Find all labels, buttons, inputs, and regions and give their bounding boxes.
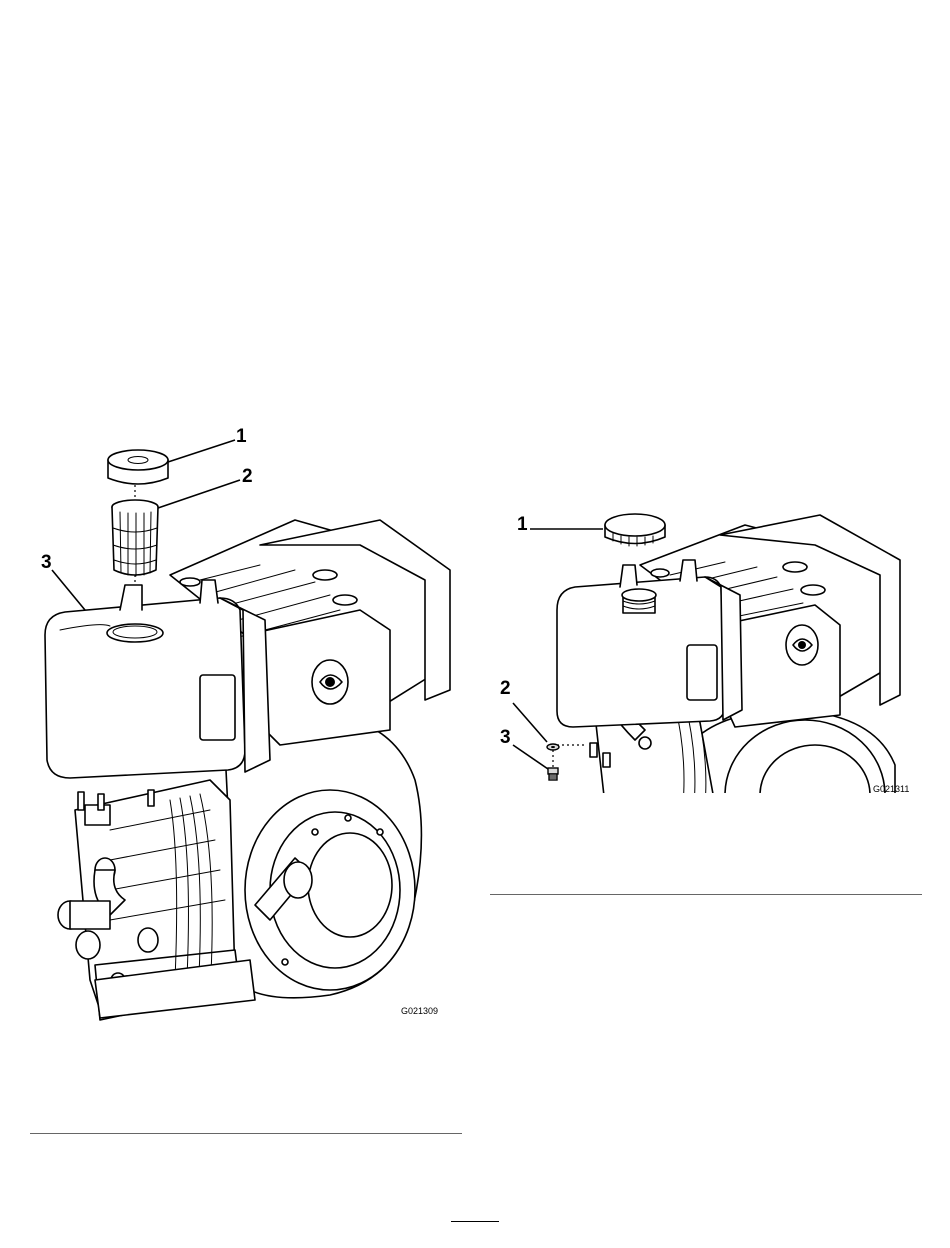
engine-strainer-illustration [30, 420, 460, 1030]
callout-1-label: 1 [236, 427, 247, 446]
callout-3-leader [52, 570, 85, 610]
callout-1-leader [168, 440, 235, 462]
section-divider-left [30, 1133, 462, 1134]
figure-fuel-strainer: 1 2 3 G021309 [30, 420, 460, 1030]
drain-washer-illustration [547, 744, 559, 750]
callout-1-label: 1 [517, 515, 528, 534]
figure-fuel-drain: 1 2 3 G021311 [495, 505, 915, 800]
drain-plug-illustration [548, 768, 558, 780]
page-footer-rule [451, 1221, 499, 1222]
section-divider-right [490, 894, 922, 895]
callout-2-label: 2 [242, 467, 253, 486]
callout-3-label: 3 [500, 728, 511, 747]
fuel-cap-illustration [605, 514, 665, 546]
fuel-tank-illustration [45, 580, 270, 778]
fuel-strainer-illustration [112, 500, 158, 576]
callout-2-leader [158, 480, 240, 508]
figure-id-label: G021309 [401, 1007, 438, 1016]
figure-id-label: G021311 [873, 785, 909, 794]
fuel-tank-illustration [557, 560, 742, 727]
engine-drain-illustration [495, 505, 915, 800]
callout-2-label: 2 [500, 679, 511, 698]
fuel-cap-illustration [108, 450, 168, 484]
callout-3-label: 3 [41, 553, 52, 572]
callout-2-leader [513, 703, 547, 742]
callout-3-leader [513, 745, 548, 769]
